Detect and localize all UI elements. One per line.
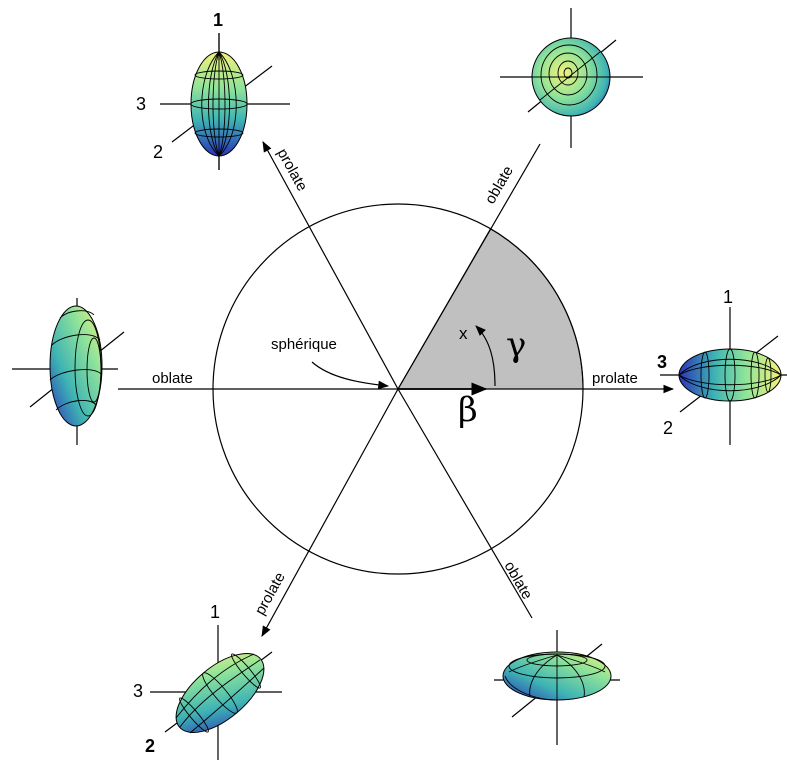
ellipsoid-oblate-face-on bbox=[500, 8, 643, 148]
ellipsoid-oblate-edge-on bbox=[12, 298, 125, 445]
axis-line-60deg bbox=[397, 143, 541, 390]
axis-number-3-right: 3 bbox=[657, 352, 667, 372]
prolate-label-top-left: prolate bbox=[274, 146, 311, 194]
spherical-pointer bbox=[311, 361, 390, 390]
oblate-label-top-right: oblate bbox=[482, 163, 517, 207]
oblate-label-left: oblate bbox=[152, 370, 193, 387]
gamma-arrow bbox=[475, 325, 496, 387]
axis-line-300deg bbox=[397, 388, 533, 619]
x-label: x bbox=[459, 324, 468, 343]
axis-number-2-bottom-left: 2 bbox=[145, 736, 155, 756]
axis-line-240deg bbox=[261, 388, 399, 637]
axis-number-2-top-left: 2 bbox=[153, 142, 163, 162]
ellipsoid-oblate-flat bbox=[494, 630, 620, 745]
ellipsoid-prolate-axis1 bbox=[160, 33, 290, 170]
ellipsoid-prolate-axis2 bbox=[150, 625, 282, 760]
axis-number-2-right: 2 bbox=[663, 418, 673, 438]
ellipsoid-prolate-axis3 bbox=[660, 307, 787, 445]
axis-number-1-bottom-left: 1 bbox=[210, 602, 220, 622]
prolate-label-right: prolate bbox=[592, 370, 638, 387]
spherical-label: sphérique bbox=[271, 336, 337, 353]
axis-number-1-top-left: 1 bbox=[213, 10, 223, 30]
axis-number-3-top-left: 3 bbox=[136, 94, 146, 114]
axis-line-120deg bbox=[262, 141, 399, 390]
prolate-label-bottom-left: prolate bbox=[252, 570, 289, 618]
gamma-sector bbox=[397, 228, 584, 390]
oblate-label-bottom-right: oblate bbox=[501, 559, 536, 603]
axis-number-3-bottom-left: 3 bbox=[133, 681, 143, 701]
beta-label: β bbox=[458, 390, 478, 430]
gamma-label: γ bbox=[506, 325, 526, 365]
axis-number-1-right: 1 bbox=[723, 287, 733, 307]
